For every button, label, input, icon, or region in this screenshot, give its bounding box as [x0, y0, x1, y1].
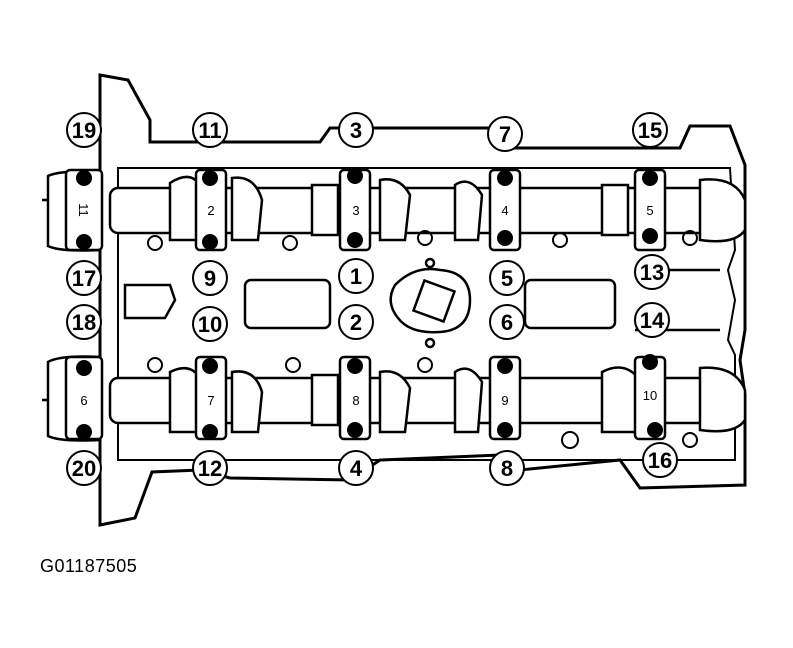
sequence-16: [642, 442, 678, 478]
sequence-label: 16: [648, 448, 672, 473]
sequence-17: [66, 260, 102, 296]
bolt: [202, 234, 218, 250]
sequence-12: [192, 450, 228, 486]
sequence-5: [489, 260, 525, 296]
bolt: [76, 424, 92, 440]
sequence-labels: [66, 112, 678, 486]
sequence-label: 13: [640, 260, 664, 285]
head-ports: [123, 257, 720, 349]
bearing-caps-lower: [64, 355, 667, 441]
sequence-label: 14: [640, 308, 665, 333]
sequence-label: 20: [72, 456, 96, 481]
bolt: [202, 358, 218, 374]
bolt: [347, 358, 363, 374]
head-bolts: [76, 168, 663, 440]
sequence-label: 4: [350, 456, 363, 481]
bolt: [347, 232, 363, 248]
cap-label: 3: [352, 203, 359, 218]
sequence-label: 18: [72, 310, 96, 335]
sequence-8: [489, 450, 525, 486]
cap-label: 8: [352, 393, 359, 408]
cap-label: 9: [501, 393, 508, 408]
cap-labels: 11 2 3 4 5 6 7 8 9 10: [76, 203, 657, 408]
sequence-7: [487, 116, 523, 152]
figure-code: G01187505: [40, 556, 138, 576]
cap-label: 6: [80, 393, 87, 408]
bolt: [497, 358, 513, 374]
sequence-11: [192, 112, 228, 148]
sequence-3: [338, 112, 374, 148]
sequence-label: 9: [204, 266, 216, 291]
sequence-label: 5: [501, 266, 513, 291]
bolt: [642, 170, 658, 186]
sequence-label: 2: [350, 310, 362, 335]
sequence-13: [634, 254, 670, 290]
bolt: [202, 170, 218, 186]
cap-label: 11: [76, 203, 91, 217]
bolt: [347, 168, 363, 184]
sequence-label: 10: [198, 312, 222, 337]
cap-label: 7: [207, 393, 214, 408]
sequence-label: 6: [501, 310, 513, 335]
sequence-18: [66, 304, 102, 340]
bolt: [76, 170, 92, 186]
bolt: [497, 230, 513, 246]
bearing-caps-upper: [64, 168, 667, 252]
cap-label: 10: [643, 388, 657, 403]
bolt: [76, 234, 92, 250]
sequence-label: 19: [72, 118, 96, 143]
sequence-1: [338, 258, 374, 294]
bolt: [347, 422, 363, 438]
sequence-14: [634, 302, 670, 338]
sequence-label: 11: [198, 118, 221, 143]
sequence-9: [192, 260, 228, 296]
sequence-6: [489, 304, 525, 340]
bolt: [647, 422, 663, 438]
sequence-2: [338, 304, 374, 340]
sequence-label: 7: [499, 122, 511, 147]
bolt: [202, 424, 218, 440]
cap-label: 4: [501, 203, 508, 218]
sequence-label: 1: [350, 264, 362, 289]
sequence-label: 3: [350, 118, 362, 143]
bolt: [642, 228, 658, 244]
cap-label: 5: [646, 203, 653, 218]
sequence-20: [66, 450, 102, 486]
head-holes: [147, 230, 698, 449]
bolt: [497, 170, 513, 186]
sequence-numbers: 19 11 3 7 15 17 9 1 5 13 18 10 2 6 14 20…: [72, 118, 672, 481]
sequence-15: [632, 112, 668, 148]
sequence-4: [338, 450, 374, 486]
sequence-19: [66, 112, 102, 148]
sequence-label: 8: [501, 456, 513, 481]
bolt: [497, 422, 513, 438]
bolt: [642, 354, 658, 370]
cap-label: 2: [207, 203, 214, 218]
sequence-label: 17: [72, 266, 96, 291]
sequence-label: 15: [638, 118, 662, 143]
sequence-10: [192, 306, 228, 342]
sequence-label: 12: [198, 456, 222, 481]
bolt: [76, 360, 92, 376]
